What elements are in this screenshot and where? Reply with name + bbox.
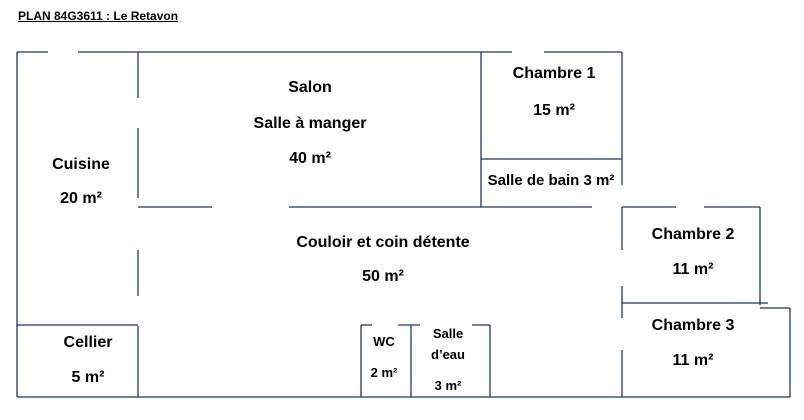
- salle-deau-area: 3 m²: [434, 378, 462, 393]
- cellier-label: Cellier: [63, 334, 113, 351]
- salon-area: 40 m²: [289, 150, 331, 167]
- salle-de-bain-label: Salle de bain 3 m²: [487, 172, 615, 189]
- plan-title: PLAN 84G3611 : Le Retavon: [18, 9, 179, 23]
- chambre3-area: 11 m²: [672, 352, 714, 369]
- salon-label: Salon: [288, 79, 332, 96]
- walls: [16, 51, 791, 398]
- couloir-label: Couloir et coin détente: [296, 234, 470, 251]
- chambre2-label: Chambre 2: [651, 226, 735, 243]
- cellier-area: 5 m²: [71, 369, 105, 386]
- wc-area: 2 m²: [370, 365, 398, 380]
- chambre1-area: 15 m²: [533, 102, 575, 119]
- salle-a-manger-label: Salle à manger: [253, 115, 367, 132]
- cuisine-area: 20 m²: [60, 190, 102, 207]
- salle-deau-label-line1: Salle: [432, 326, 464, 341]
- cuisine-label: Cuisine: [52, 156, 110, 173]
- chambre2-area: 11 m²: [672, 261, 714, 278]
- chambre3-label: Chambre 3: [651, 317, 735, 334]
- chambre1-label: Chambre 1: [512, 65, 596, 82]
- salle-deau-label-line2: d’eau: [431, 347, 465, 362]
- couloir-area: 50 m²: [362, 268, 404, 285]
- wc-label: WC: [373, 334, 395, 349]
